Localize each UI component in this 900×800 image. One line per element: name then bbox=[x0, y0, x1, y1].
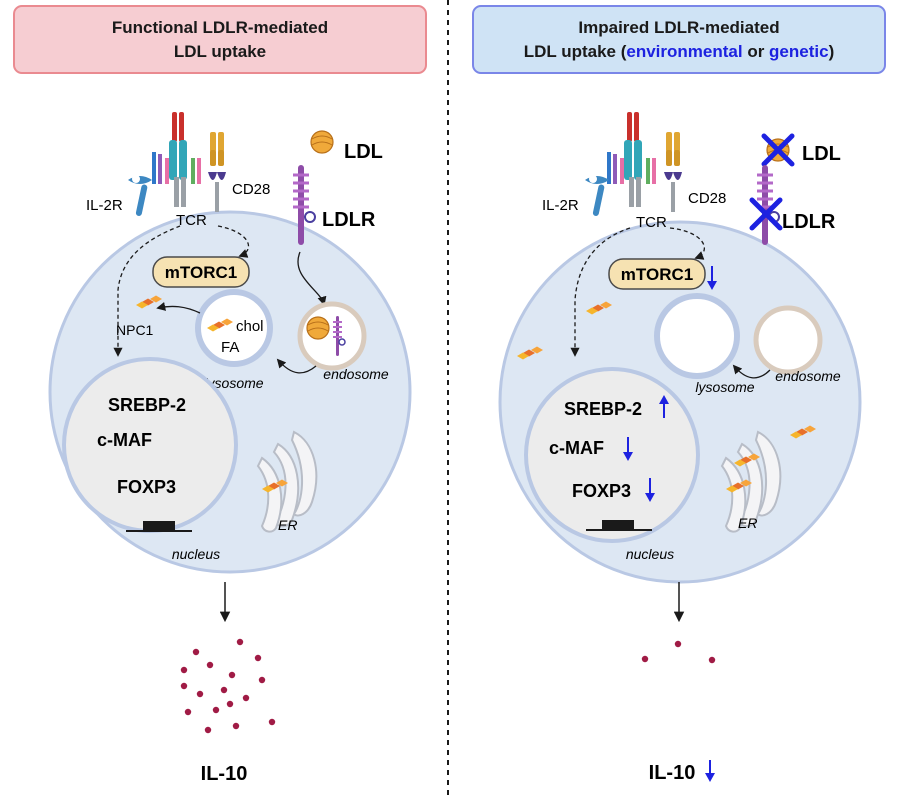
genetic-label: genetic bbox=[769, 41, 829, 61]
right-ldl-label: LDL bbox=[802, 143, 841, 165]
left-ldl-label: LDL bbox=[344, 141, 383, 163]
right-nucleus-label: nucleus bbox=[626, 546, 674, 562]
right-er-label: ER bbox=[738, 515, 757, 531]
left-tcr-complex-icon bbox=[152, 112, 201, 207]
left-tcr-to-nucleus-arrow bbox=[113, 225, 181, 357]
left-ldl-particle-icon bbox=[310, 130, 334, 154]
right-il10-dots bbox=[641, 640, 716, 664]
right-panel: IL-2R TCR CD28 LDL LDLR mTORC1 lysosome … bbox=[498, 112, 862, 784]
left-cmaf-label: c-MAF bbox=[97, 430, 152, 450]
left-dna-gene-icon bbox=[126, 521, 192, 532]
left-il2r-label: IL-2R bbox=[86, 197, 123, 214]
left-tcr-label: TCR bbox=[176, 212, 207, 229]
left-endosome-to-lysosome-arrow bbox=[276, 358, 317, 374]
left-lysosome bbox=[195, 289, 273, 367]
right-il2r-icon bbox=[585, 175, 609, 217]
right-mtorc1-label: mTORC1 bbox=[621, 265, 693, 284]
right-endosome-to-lysosome-arrow bbox=[732, 364, 771, 379]
right-panel-header: Impaired LDLR-mediated LDL uptake (envir… bbox=[472, 5, 886, 74]
left-srebp2-label: SREBP-2 bbox=[108, 395, 186, 415]
left-cd28-to-mtorc1-arrow bbox=[217, 225, 250, 258]
right-foxp3-down-arrow-icon bbox=[645, 478, 655, 502]
left-header-line2: LDL uptake bbox=[173, 41, 267, 61]
right-mtorc1-down-arrow-icon bbox=[707, 266, 717, 290]
right-lysosome bbox=[654, 293, 740, 379]
left-foxp3-label: FOXP3 bbox=[117, 477, 176, 497]
right-il2r-label: IL-2R bbox=[542, 197, 579, 214]
left-nucleus-label: nucleus bbox=[172, 546, 220, 562]
left-chol-label: chol bbox=[236, 318, 264, 335]
right-dna-gene-icon bbox=[586, 520, 652, 531]
left-cd28-label: CD28 bbox=[232, 181, 270, 198]
right-cd28-icon bbox=[664, 132, 682, 212]
right-foxp3-label: FOXP3 bbox=[572, 481, 631, 501]
left-npc1-label: NPC1 bbox=[116, 322, 154, 338]
left-npc1-export-arrow bbox=[156, 302, 201, 314]
right-tcr-label: TCR bbox=[636, 214, 667, 231]
left-il10-label: IL-10 bbox=[201, 763, 248, 785]
right-mtorc1-box bbox=[608, 258, 706, 290]
right-il10-down-arrow-icon bbox=[705, 760, 715, 782]
left-mtorc1-label: mTORC1 bbox=[165, 263, 237, 282]
environmental-label: environmental bbox=[626, 41, 743, 61]
left-il10-dots bbox=[180, 638, 276, 734]
left-ldlr-label: LDLR bbox=[322, 209, 376, 231]
right-tcr-complex-icon bbox=[607, 112, 656, 207]
left-ldlr-to-endosome-arrow bbox=[297, 251, 327, 306]
left-il2r-icon bbox=[128, 175, 152, 217]
right-srebp2-up-arrow-icon bbox=[659, 395, 669, 418]
right-cmaf-down-arrow-icon bbox=[623, 437, 633, 461]
right-srebp2-label: SREBP-2 bbox=[564, 399, 642, 419]
left-fa-label: FA bbox=[221, 339, 239, 356]
left-cd28-icon bbox=[208, 132, 226, 212]
left-lysosome-label: lysosome bbox=[204, 375, 263, 391]
right-header-line1: Impaired LDLR-mediated bbox=[578, 17, 780, 37]
right-endosome bbox=[753, 305, 823, 375]
right-il10-label: IL-10 bbox=[649, 762, 696, 784]
left-panel: IL-2R TCR CD28 LDL LDLR mTORC1 chol FA l… bbox=[48, 112, 412, 785]
right-ldlr-label: LDLR bbox=[782, 211, 836, 233]
right-cd28-to-mtorc1-arrow bbox=[669, 227, 706, 260]
right-nucleus bbox=[524, 367, 700, 543]
right-cd28-label: CD28 bbox=[688, 190, 726, 207]
right-lysosome-label: lysosome bbox=[695, 379, 754, 395]
left-panel-header: Functional LDLR-mediated LDL uptake bbox=[13, 5, 427, 74]
left-mtorc1-box bbox=[152, 256, 250, 288]
right-header-line2: LDL uptake (environmental or genetic) bbox=[523, 41, 835, 61]
left-endosome-ldl-icon bbox=[306, 316, 330, 340]
right-cmaf-label: c-MAF bbox=[549, 438, 604, 458]
left-endosome-label: endosome bbox=[323, 366, 389, 382]
left-header-line1: Functional LDLR-mediated bbox=[111, 17, 329, 37]
right-tcr-to-nucleus-arrow bbox=[570, 227, 631, 357]
right-endosome-label: endosome bbox=[775, 368, 841, 384]
left-er-label: ER bbox=[278, 517, 297, 533]
